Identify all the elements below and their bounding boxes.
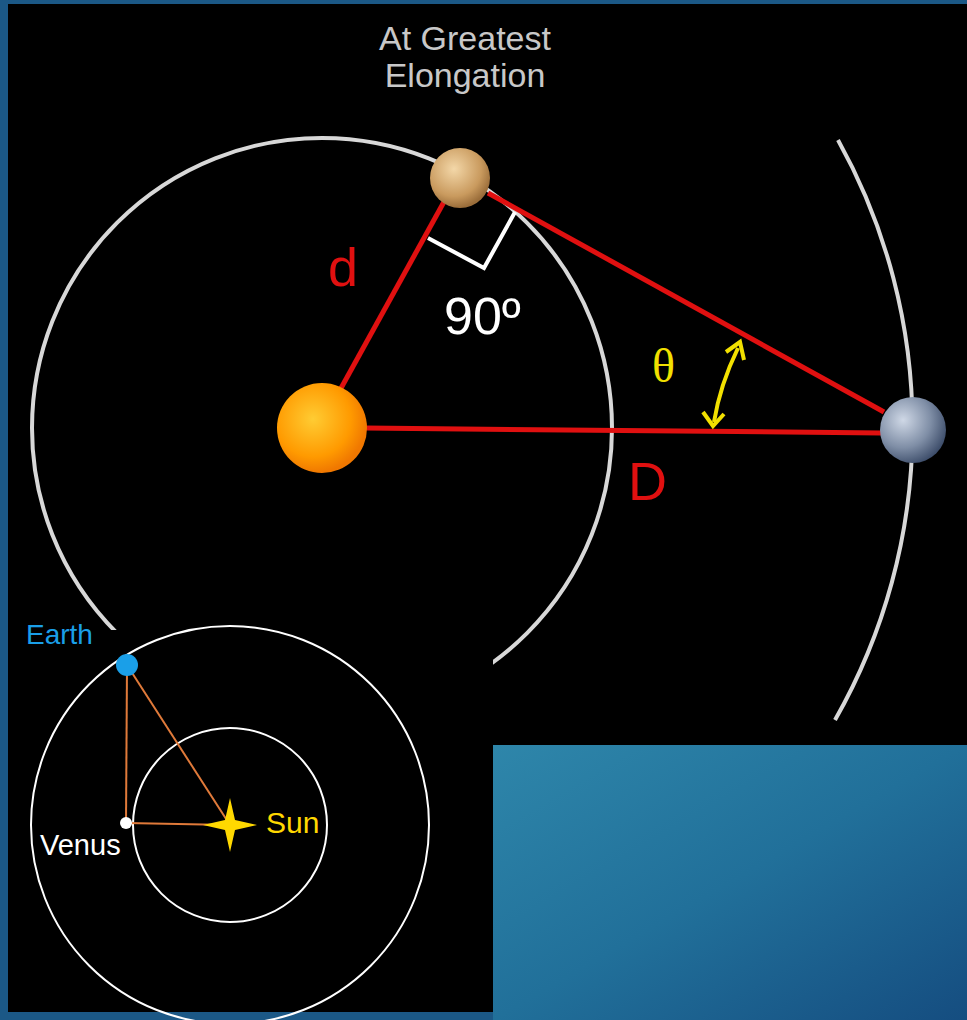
inset-earth [116,654,138,676]
inset-venus [120,817,132,829]
inset-ground [8,630,493,1012]
inset-venus-orbit [133,728,327,922]
diagram-title: At Greatest Elongation [345,20,585,95]
distance-label: d [328,238,358,297]
venus [430,148,490,208]
star-label: Sun [266,806,319,839]
distance-D-line [365,428,882,433]
sun [277,383,367,473]
sight-line [488,193,884,412]
inset-earth-orbit [31,626,429,1020]
inset-sun [203,798,257,852]
blue-panel [493,745,967,1020]
inset-triangle [126,665,230,825]
distance-label: D [628,452,667,511]
angle-arrow [703,342,744,426]
right-angle-marker [428,212,515,268]
planet-label: Venus [40,830,121,862]
angle-label: 90º [444,288,521,345]
earth [880,397,946,463]
planet-label: Earth [26,620,93,651]
theta-label: θ [652,340,675,393]
